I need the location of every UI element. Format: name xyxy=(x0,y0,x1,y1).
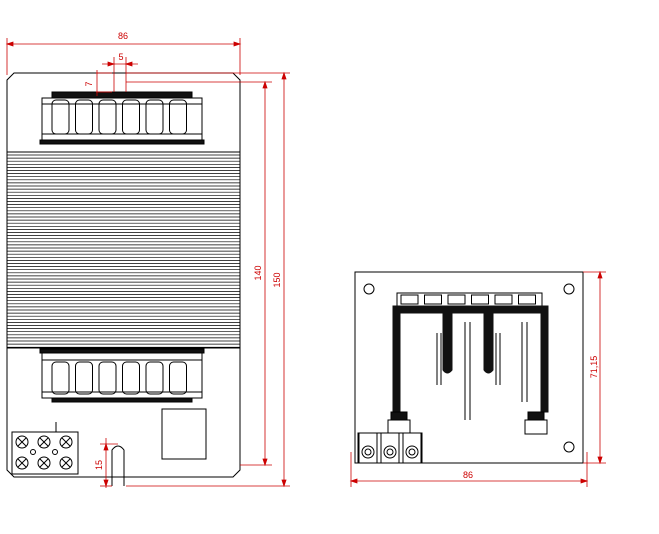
terminal-slot xyxy=(51,99,70,135)
top-terminal-block xyxy=(39,91,205,145)
screw-head xyxy=(15,456,29,470)
screw-slot xyxy=(17,437,27,447)
component-box xyxy=(161,408,207,460)
terminal-slot xyxy=(98,99,117,135)
side-screw-cell xyxy=(380,432,400,464)
screw-slot xyxy=(39,458,49,468)
side-screw-head xyxy=(405,445,419,459)
screw-head xyxy=(59,456,73,470)
bottom-terminal-block xyxy=(39,348,205,403)
front-view xyxy=(6,72,241,486)
clip-right xyxy=(527,411,545,421)
clip-left xyxy=(390,411,408,421)
front-dimension-labels: 86 5 7 140 150 15 xyxy=(84,31,282,470)
label-height-outer: 150 xyxy=(272,272,282,287)
side-connector-tab xyxy=(518,294,536,305)
terminal-slot xyxy=(75,361,93,395)
label-height-inner: 140 xyxy=(253,265,263,280)
mount-hole xyxy=(563,283,575,295)
side-screw-center xyxy=(364,448,372,456)
terminal-slot xyxy=(122,361,140,395)
screw-head xyxy=(37,435,51,449)
side-view xyxy=(354,271,584,464)
side-screw-center xyxy=(408,448,416,456)
screw-pin xyxy=(52,449,58,455)
side-connector-tab xyxy=(471,294,489,305)
label-side-height: 71,15 xyxy=(589,356,599,379)
clip-left-body xyxy=(387,419,411,435)
screw-pin xyxy=(30,449,36,455)
side-screw-head xyxy=(383,445,397,459)
mount-hole xyxy=(563,441,575,453)
label-slot-height: 15 xyxy=(94,460,104,470)
terminal-slot xyxy=(145,99,164,135)
screw-slot xyxy=(39,437,49,447)
lamination-stack xyxy=(7,154,240,348)
side-connector-tab xyxy=(494,294,513,305)
screw-block-outline xyxy=(11,431,79,475)
side-connector-tab xyxy=(424,294,442,305)
side-screw-terminals xyxy=(357,432,423,464)
clip-right-body xyxy=(524,419,548,435)
terminal-slot xyxy=(98,361,117,395)
side-screw-center xyxy=(386,448,394,456)
front-dimensions xyxy=(5,38,290,488)
terminal-slot xyxy=(169,361,187,395)
side-screw-cell xyxy=(402,432,422,464)
screw-head xyxy=(15,435,29,449)
terminal-slot xyxy=(122,99,140,135)
mounting-slot xyxy=(111,445,125,486)
side-connector-tab xyxy=(447,294,466,305)
top-terminal-bar xyxy=(51,91,193,99)
side-screw-head xyxy=(361,445,375,459)
terminal-slot xyxy=(145,361,164,395)
core-leg-left xyxy=(442,312,453,374)
side-dimensions xyxy=(349,270,606,487)
terminal-slot xyxy=(75,99,93,135)
label-terminal-pitch: 5 xyxy=(118,52,123,62)
screw-slot xyxy=(17,458,27,468)
terminal-slot xyxy=(51,361,70,395)
core-leg-right xyxy=(483,312,494,374)
label-overall-width: 86 xyxy=(118,31,128,41)
screw-head xyxy=(37,456,51,470)
side-screw-cell xyxy=(358,432,378,464)
label-side-width: 86 xyxy=(463,470,473,480)
side-dimension-labels: 71,15 86 xyxy=(463,356,599,480)
side-connector-tab xyxy=(400,294,419,305)
top-terminal-base xyxy=(39,139,205,145)
screw-slot xyxy=(61,458,71,468)
screw-slot xyxy=(61,437,71,447)
screw-terminal-block xyxy=(11,422,79,475)
bottom-terminal-base xyxy=(39,348,205,354)
mount-hole xyxy=(363,283,375,295)
screw-head xyxy=(59,435,73,449)
bottom-terminal-bar xyxy=(51,397,193,403)
terminal-slot xyxy=(169,99,187,135)
label-top-offset: 7 xyxy=(84,81,94,86)
